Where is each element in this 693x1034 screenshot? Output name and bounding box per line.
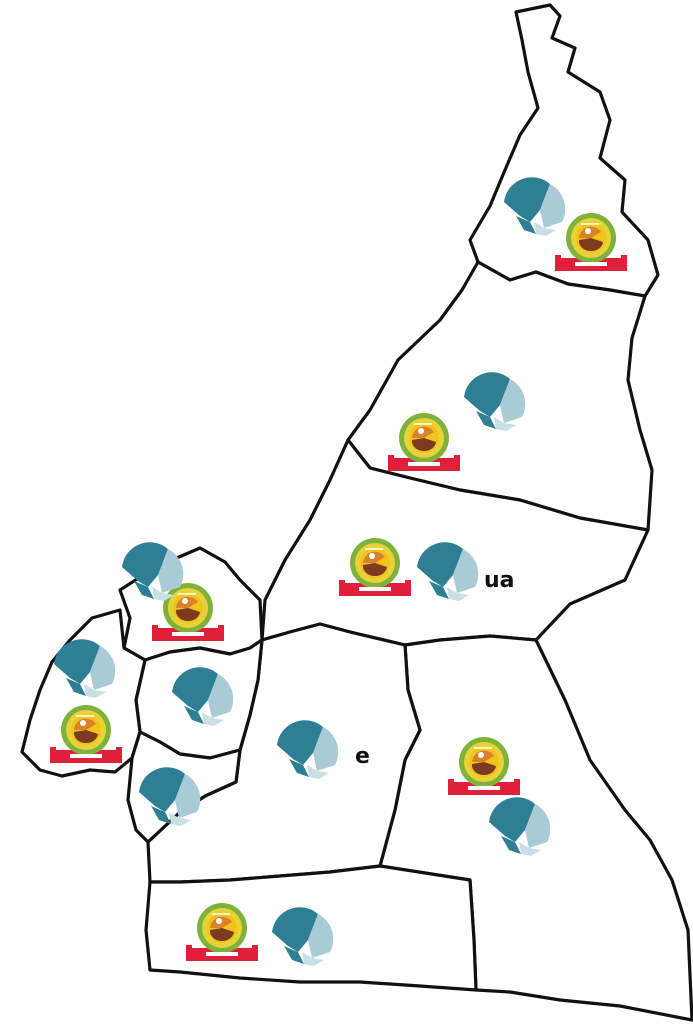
label-centre-fragment: e — [355, 744, 370, 769]
label-adamaoua-fragment: ua — [484, 568, 515, 593]
